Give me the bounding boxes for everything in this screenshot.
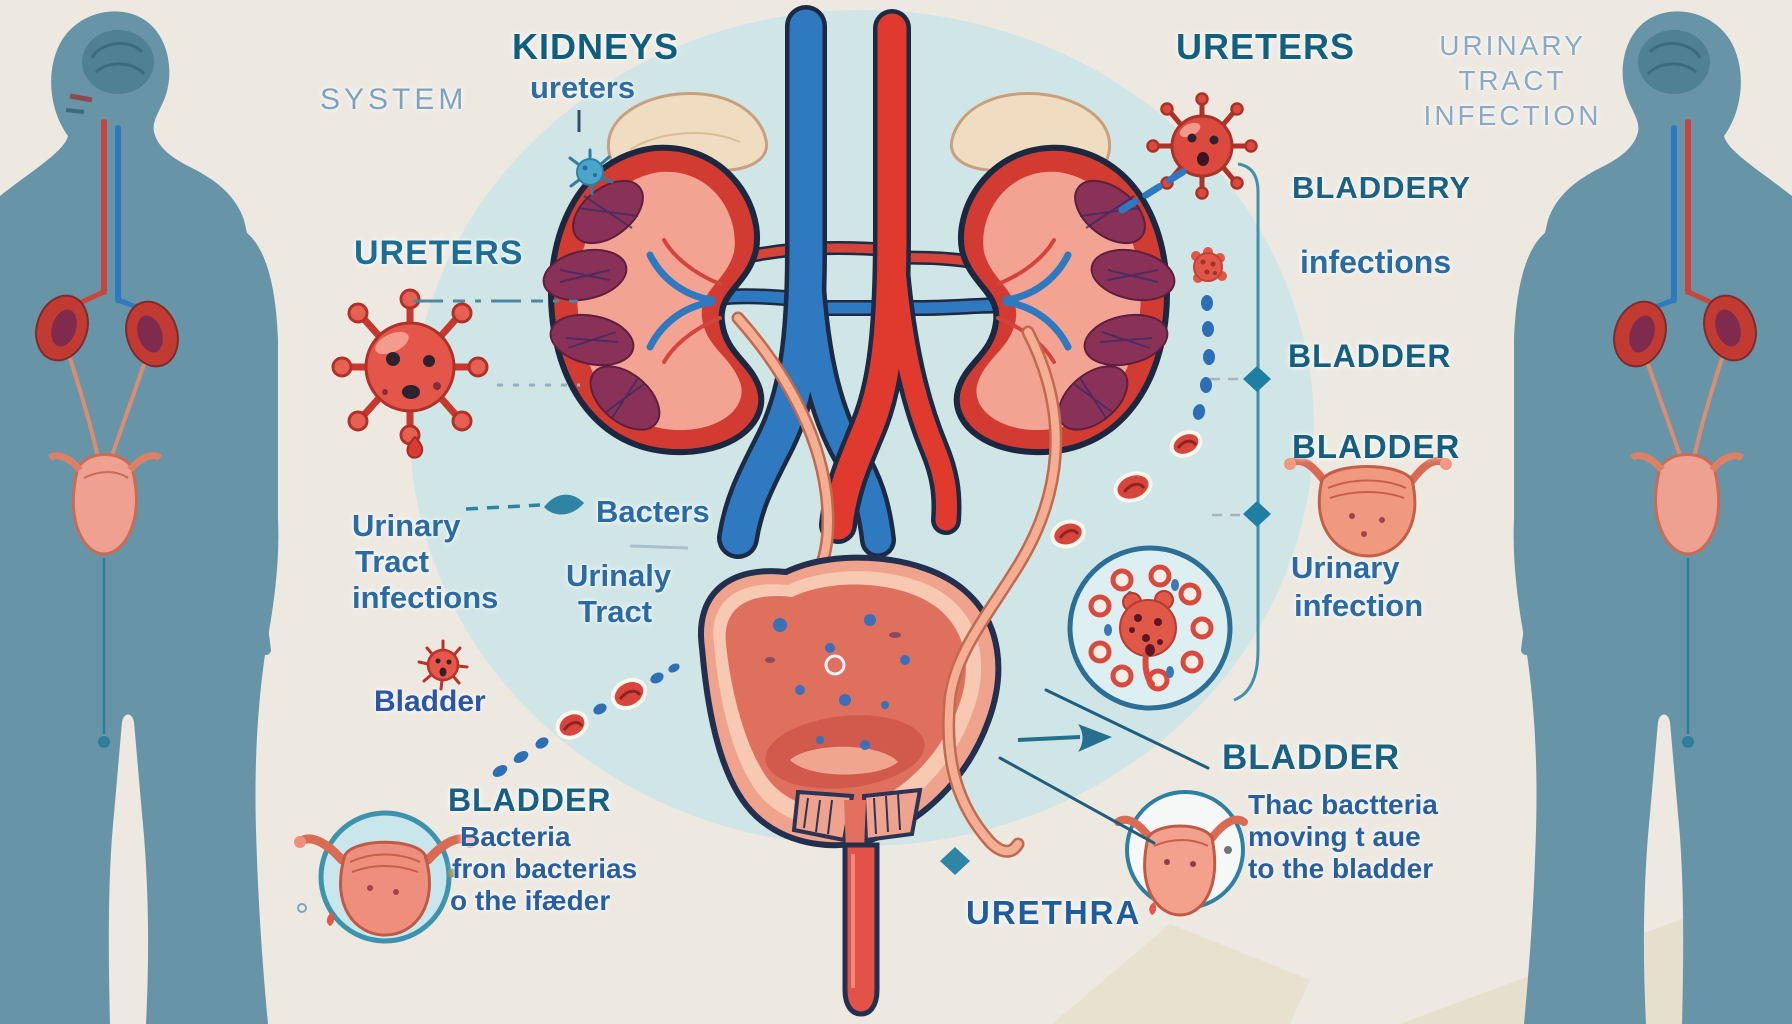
bladder-icon-label: BLADDER [1292, 428, 1461, 465]
bacteria-blob-icon-right [1191, 247, 1227, 283]
bladder-neck [844, 800, 866, 850]
pyramid-striation [559, 195, 645, 419]
uti-left-line-3: infections [352, 580, 499, 615]
pointer-dot [98, 736, 110, 748]
right-ureter-tube [942, 325, 1063, 858]
dotted-path-left [492, 663, 680, 777]
uti-right-line-2: TRACT [1458, 65, 1567, 96]
urinaly-line-1: Urinaly [566, 558, 672, 593]
face-mark [65, 108, 85, 114]
urinaly-line-2: Tract [578, 594, 653, 629]
kite-arrow-icon [465, 494, 584, 515]
left-kidney-illustration [542, 92, 768, 456]
mini-kidneys-icon [1613, 294, 1757, 368]
pointer-dot [1682, 736, 1694, 748]
bladder-illustration [697, 554, 1002, 1017]
uti-left-line-2: Tract [355, 544, 430, 579]
red-cell-icon [555, 678, 648, 740]
hilum-vessels [646, 238, 722, 364]
red-cell-icon [1050, 430, 1203, 549]
magnifier-bacteria-circle [1067, 545, 1233, 711]
face-mark [69, 93, 93, 103]
red-droplet-icon [406, 435, 424, 459]
bacteria-icon-small-left [417, 639, 469, 691]
collar-hatching [803, 793, 901, 835]
urinary-infection-line-2: infection [1294, 588, 1424, 623]
kidneys-heading: KIDNEYS [512, 26, 680, 67]
bladder-magnifier-circle-right [1114, 790, 1248, 917]
bladder-neck-collar [791, 787, 923, 843]
artery-red-trunk [819, 9, 962, 544]
hand [231, 615, 271, 667]
bladder-block-left-line-3: o the ifæder [450, 885, 611, 916]
bladder-funnel-light [790, 746, 898, 775]
bacteria-icon-large-left [331, 288, 489, 446]
bracket-line [1210, 162, 1271, 702]
sand-patch-center [1052, 924, 1310, 1024]
pyramid-striation [1073, 195, 1159, 419]
brain-icon [82, 30, 154, 94]
hand [1521, 615, 1561, 667]
bladder-block-left-line-2: fron bacterias [452, 853, 638, 884]
ureters-label-left: URETERS [354, 234, 524, 272]
blue-bacteria-icon [568, 148, 614, 196]
magnifier-leader-lines [998, 688, 1210, 845]
bladder-mid-label: BLADDER [1288, 338, 1452, 374]
dashed-segment [1118, 166, 1190, 214]
dotted-path-right [1050, 166, 1215, 549]
uti-right-line-3: INFECTION [1423, 100, 1602, 131]
bladder-block-right-line-2: moving t aue [1248, 821, 1421, 852]
kidney-cortex [577, 171, 742, 431]
brain-icon [1638, 30, 1710, 94]
bladder-block-left-title: BLADDER [448, 782, 612, 818]
bladder-icon-right-column [1284, 456, 1452, 558]
uti-left-line-1: Urinary [352, 508, 461, 543]
right-body-silhouette [1513, 11, 1792, 1024]
bladder-block-left-line-1: Bacteria [460, 821, 571, 852]
kidney-cortex [976, 171, 1141, 431]
bladder-blurred-label: BLADDERY [1292, 170, 1472, 205]
arrow-icon-right [1017, 724, 1112, 752]
urethra-tube [842, 842, 880, 1017]
infections-label-right: infections [1300, 244, 1452, 280]
uti-right-line-1: URINARY [1439, 30, 1586, 61]
right-kidney-illustration [950, 92, 1176, 456]
diamond-marker-icon-urethra [940, 847, 970, 875]
bladder-small-label: Bladder [374, 685, 486, 718]
bacters-label: Bacters [596, 494, 710, 529]
kidneys-subheading: ureters [530, 70, 636, 105]
bacteria-icon-top-right [1146, 92, 1258, 200]
bacteria-specks [765, 614, 910, 750]
bladder-block-right-line-3: to the bladder [1248, 853, 1434, 884]
mini-kidneys-icon [35, 294, 179, 368]
bladder-block-right-line-1: Thac bactteria [1248, 789, 1438, 820]
diamond-marker-icon [1243, 366, 1271, 392]
ureters-label-right: URETERS [1176, 26, 1356, 67]
diamond-marker-icon [1243, 501, 1271, 527]
left-body-silhouette [0, 11, 279, 1024]
mini-bladder-icon [1629, 452, 1745, 556]
uti-right-heading: URINARY TRACT INFECTION [1420, 28, 1605, 133]
system-label: SYSTEM [320, 83, 468, 116]
bacters-underline [629, 544, 689, 550]
mini-bladder-icon [47, 452, 163, 556]
urinary-infection-line-1: Urinary [1291, 550, 1400, 585]
bladder-block-right-title: BLADDER [1222, 738, 1401, 777]
bladder-magnifier-circle-left [294, 810, 476, 944]
urethra-label: URETHRA [966, 894, 1142, 931]
